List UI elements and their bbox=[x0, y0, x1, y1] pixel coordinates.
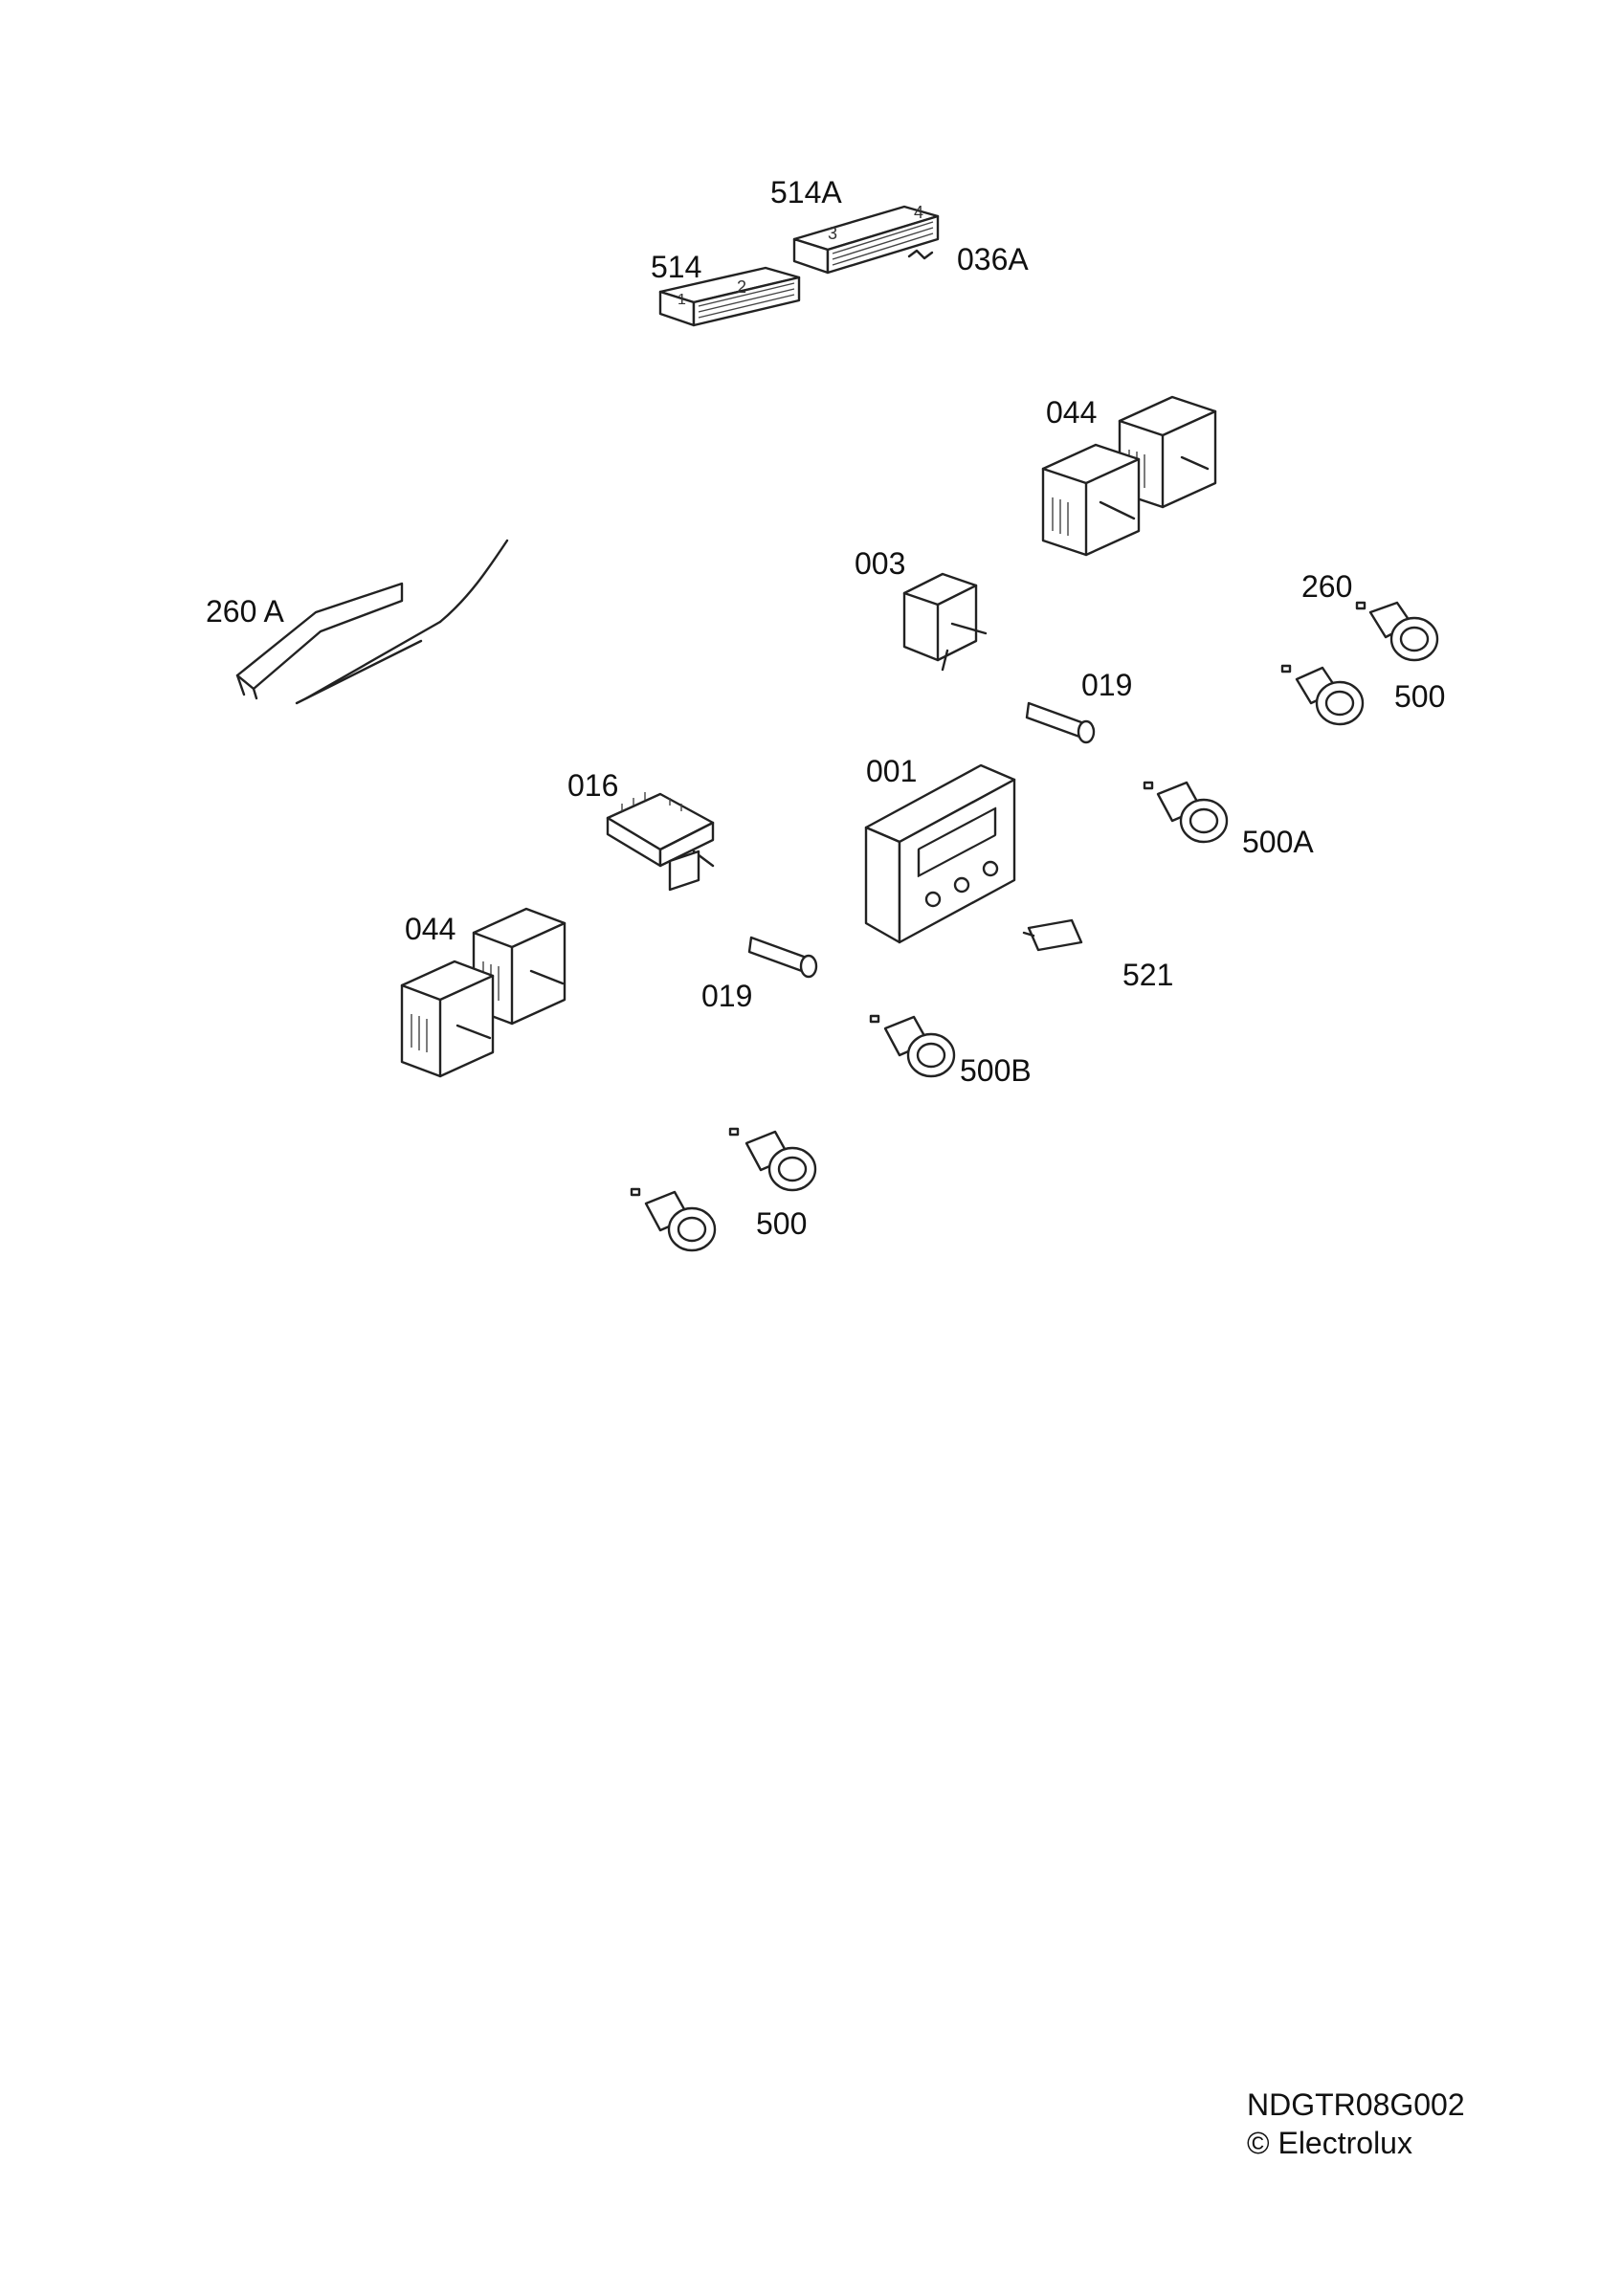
label-044-left: 044 bbox=[405, 912, 456, 946]
svg-text:1: 1 bbox=[678, 292, 686, 308]
label-500-bottom: 500 bbox=[756, 1206, 808, 1241]
label-521: 521 bbox=[1122, 958, 1174, 992]
label-500-right: 500 bbox=[1394, 679, 1446, 714]
thermostat-003 bbox=[902, 572, 988, 672]
timer-module-001 bbox=[864, 763, 1016, 944]
knob-500b bbox=[869, 1014, 956, 1078]
label-260: 260 bbox=[1301, 569, 1353, 604]
energy-regulator-044-top bbox=[1041, 395, 1217, 557]
svg-text:4: 4 bbox=[914, 203, 923, 222]
part-521 bbox=[1022, 918, 1083, 952]
drawing-code: NDGTR08G002 bbox=[1247, 2087, 1465, 2122]
label-260a: 260 A bbox=[206, 594, 284, 629]
terminal-block-514: 2 1 bbox=[658, 266, 801, 327]
label-514a: 514A bbox=[770, 175, 842, 210]
knob-500-bottom-lower bbox=[630, 1187, 717, 1252]
label-019-bottom: 019 bbox=[701, 979, 753, 1013]
energy-regulator-044-left bbox=[400, 907, 567, 1078]
label-500b: 500B bbox=[960, 1053, 1032, 1088]
label-001: 001 bbox=[866, 754, 918, 788]
label-514: 514 bbox=[651, 250, 702, 284]
knob-500a bbox=[1143, 781, 1229, 844]
terminal-block-514a: 4 3 bbox=[792, 203, 940, 275]
clip-036a bbox=[907, 249, 934, 260]
selector-switch-016 bbox=[606, 792, 715, 892]
pilot-lamp-019-bottom bbox=[747, 936, 818, 979]
thermostat-bulb-260a bbox=[235, 539, 509, 705]
label-500a: 500A bbox=[1242, 825, 1314, 859]
label-019-top: 019 bbox=[1081, 668, 1133, 702]
svg-text:3: 3 bbox=[828, 224, 837, 243]
label-044-top: 044 bbox=[1046, 395, 1098, 430]
label-036a: 036A bbox=[957, 242, 1029, 276]
label-016: 016 bbox=[567, 768, 619, 803]
label-003: 003 bbox=[855, 546, 906, 581]
copyright-notice: © Electrolux bbox=[1247, 2126, 1412, 2160]
svg-text:2: 2 bbox=[737, 277, 746, 297]
knob-500-bottom-upper bbox=[728, 1127, 817, 1192]
knob-260 bbox=[1355, 601, 1439, 662]
knob-500-right bbox=[1280, 664, 1365, 726]
pilot-lamp-019-top bbox=[1025, 701, 1096, 744]
